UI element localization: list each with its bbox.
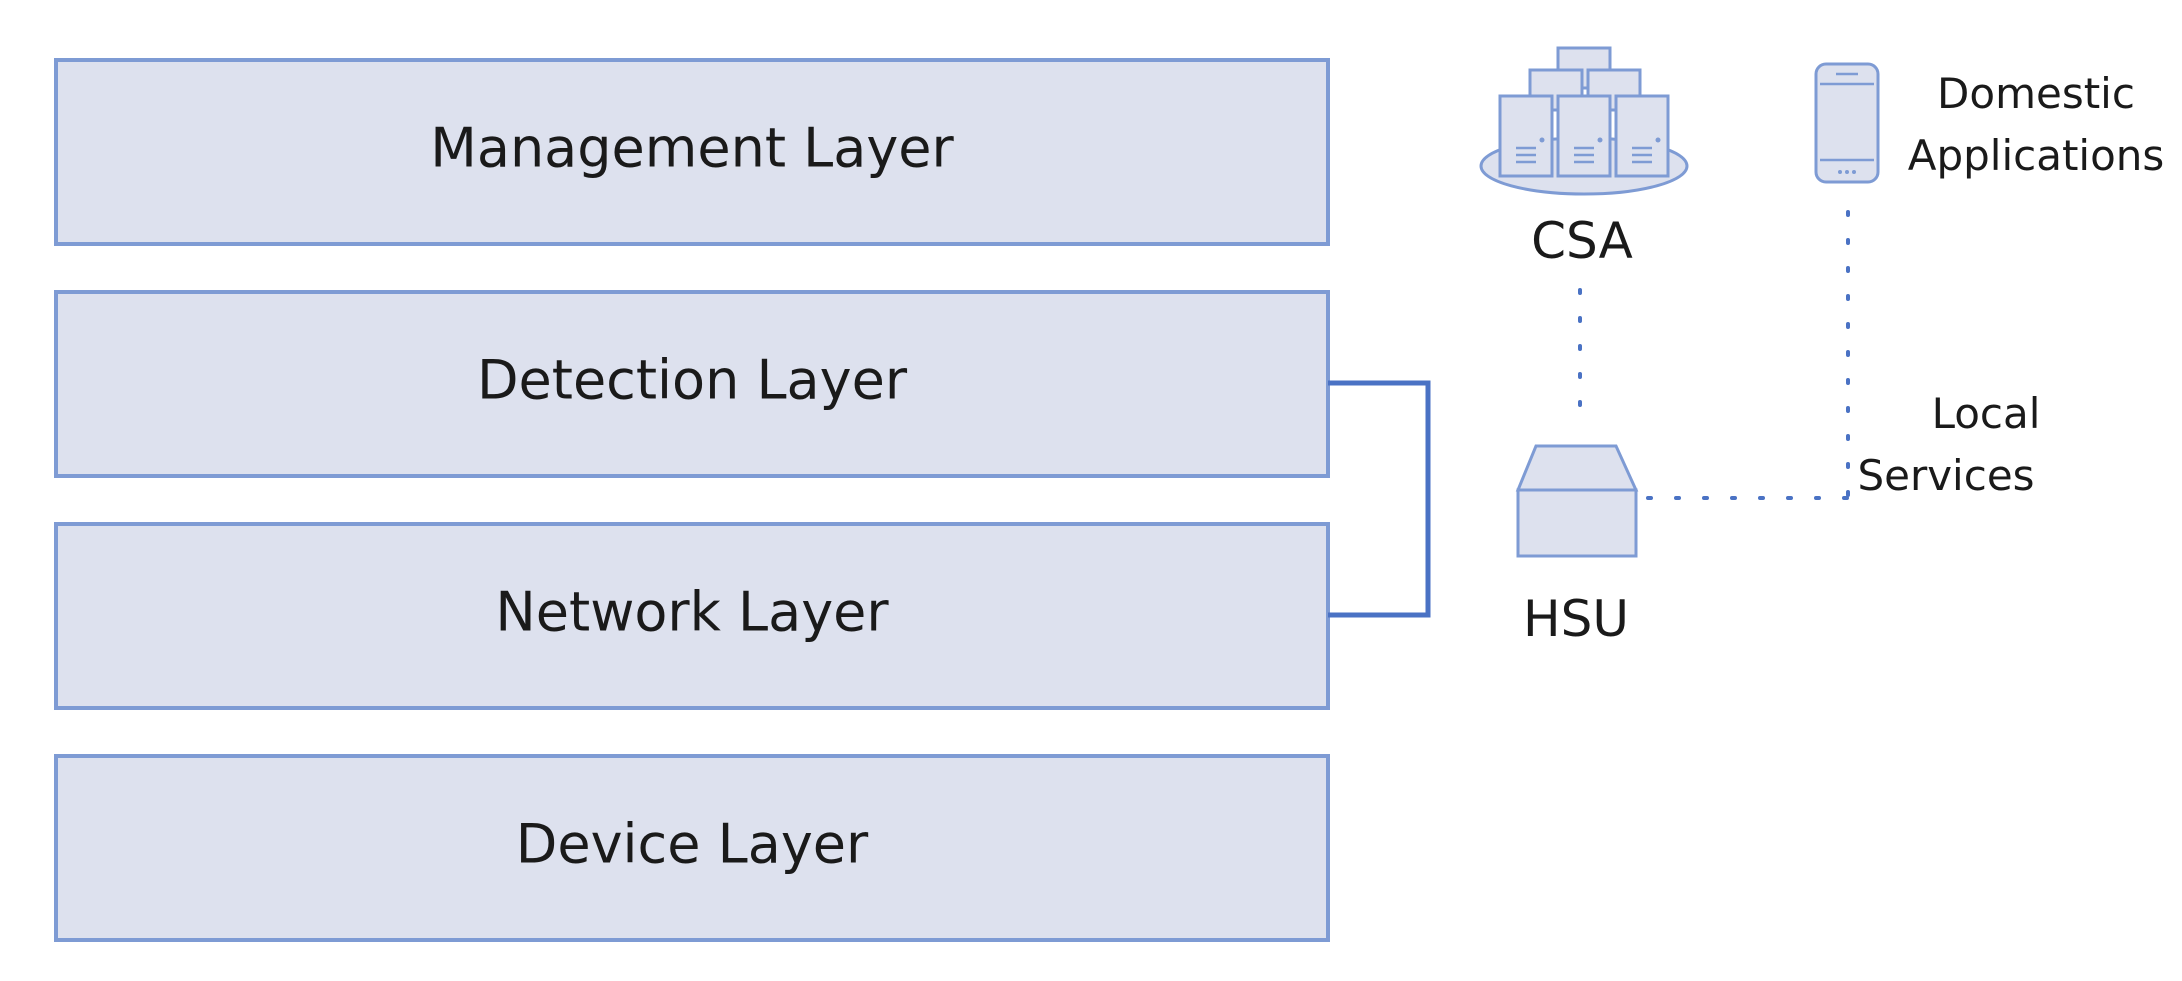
detection-network-bracket bbox=[1328, 380, 1431, 618]
management-layer-box bbox=[54, 58, 1330, 246]
layer-stack: Management Layer Detection Layer Network… bbox=[54, 58, 1330, 942]
server-cluster-icon bbox=[1479, 46, 1689, 196]
domestic-applications-label-line2: Applications bbox=[1908, 131, 2165, 180]
network-layer: Network Layer bbox=[54, 522, 1330, 710]
hsu-label: HSU bbox=[1523, 590, 1629, 648]
detection-layer: Detection Layer bbox=[54, 290, 1330, 478]
device-layer-label: Device Layer bbox=[516, 813, 869, 876]
home-unit-box-icon bbox=[1515, 444, 1639, 558]
domestic-applications-label-line1: Domestic bbox=[1937, 69, 2135, 118]
network-layer-label: Network Layer bbox=[495, 581, 889, 644]
management-layer: Management Layer bbox=[54, 58, 1330, 246]
device-layer-box bbox=[54, 754, 1330, 942]
smartphone-icon bbox=[1814, 62, 1880, 184]
local-services-label-line2: Services bbox=[1857, 451, 2034, 500]
detection-layer-label: Detection Layer bbox=[477, 349, 908, 412]
device-layer: Device Layer bbox=[54, 754, 1330, 942]
csa-label: CSA bbox=[1531, 212, 1633, 270]
local-services-label-line1: Local bbox=[1932, 389, 2041, 438]
detection-layer-box bbox=[54, 290, 1330, 478]
management-layer-label: Management Layer bbox=[430, 117, 954, 180]
network-layer-box bbox=[54, 522, 1330, 710]
